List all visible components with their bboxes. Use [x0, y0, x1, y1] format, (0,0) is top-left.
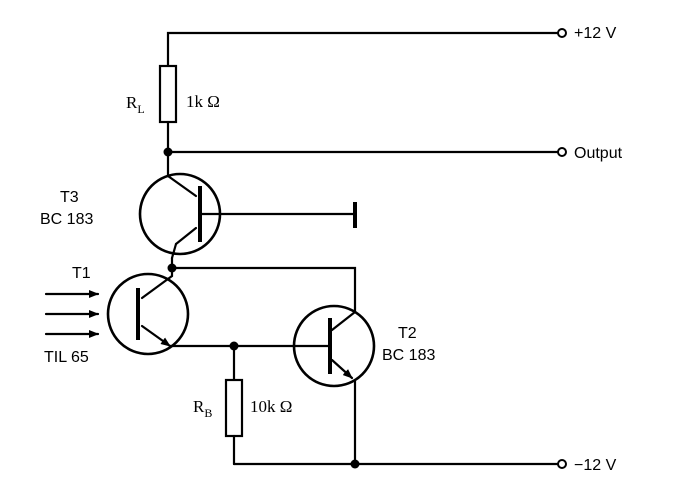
transistor-t2-name: T2 [398, 325, 417, 342]
transistor-t3-type: BC 183 [40, 211, 93, 228]
resistor-rl-label: RL [126, 93, 145, 116]
resistor-rl-body [158, 64, 178, 124]
middle-node [167, 256, 357, 310]
negative-rail: −12 V [232, 457, 617, 474]
positive-rail: +12 V [166, 25, 617, 68]
resistor-rb-label: RB [193, 397, 212, 420]
positive-supply-label: +12 V [574, 25, 617, 42]
transistor-t2-type: BC 183 [382, 347, 435, 364]
transistor-t1-envelope [106, 272, 190, 356]
negative-supply-label: −12 V [574, 457, 617, 474]
junction-dot [350, 459, 360, 469]
resistor-rl: RL 1k Ω [126, 64, 220, 154]
transistor-t1: T1 TIL 65 [44, 265, 236, 366]
output-terminal [557, 147, 567, 157]
resistor-rl-value: 1k Ω [186, 92, 220, 111]
transistor-t1-name: T1 [72, 265, 91, 282]
positive-terminal [557, 28, 567, 38]
transistor-t3: T3 BC 183 [40, 150, 357, 260]
transistor-t2: T2 BC 183 [229, 304, 435, 466]
negative-terminal [557, 459, 567, 469]
transistor-t2-envelope [292, 304, 376, 388]
transistor-t3-name: T3 [60, 189, 79, 206]
resistor-rb: RB 10k Ω [193, 344, 292, 466]
resistor-rb-value: 10k Ω [250, 397, 292, 416]
output-label: Output [574, 145, 623, 162]
transistor-t1-type: TIL 65 [44, 349, 89, 366]
output-line: Output [163, 145, 623, 162]
resistor-rb-body [224, 378, 244, 438]
